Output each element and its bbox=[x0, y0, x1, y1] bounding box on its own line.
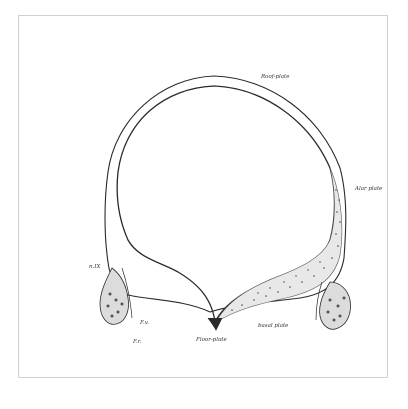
label-f-r: F.r. bbox=[132, 339, 142, 345]
label-roof-plate: Roof-plate bbox=[260, 74, 290, 80]
label-basal-plate: basal plate bbox=[258, 323, 289, 329]
floor-plate-notch bbox=[208, 318, 222, 330]
label-alar-plate: Alar plate bbox=[354, 186, 383, 192]
left-ganglion bbox=[100, 268, 132, 324]
label-floor-plate: Floor-plate bbox=[195, 337, 227, 343]
right-ganglion bbox=[316, 282, 351, 329]
label-n-ix: n.IX bbox=[89, 264, 101, 270]
label-f-v: F.v. bbox=[139, 320, 149, 326]
